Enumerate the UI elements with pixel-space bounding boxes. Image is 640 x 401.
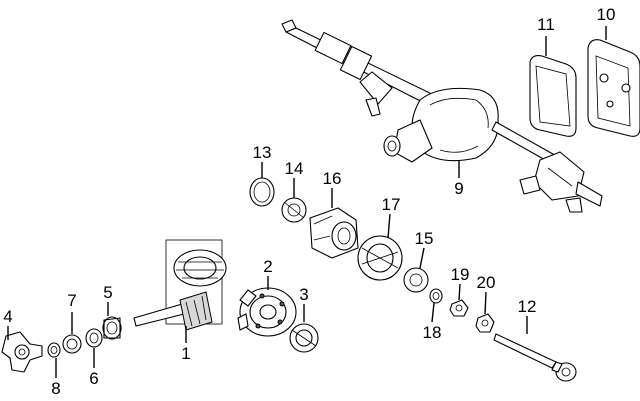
callout-3: 3 [299, 285, 308, 304]
callout-5: 5 [103, 283, 112, 302]
ring-and-pinion[interactable] [133, 239, 227, 331]
callout-17: 17 [382, 195, 401, 214]
pinion-bearing[interactable] [62, 334, 82, 354]
callout-numbers: 1 2 3 4 5 6 7 8 9 10 11 12 13 14 15 16 1… [3, 5, 615, 398]
callout-9: 9 [454, 179, 463, 198]
callout-6: 6 [89, 369, 98, 388]
callout-18: 18 [423, 323, 442, 342]
callout-13: 13 [253, 143, 272, 162]
callout-10: 10 [597, 5, 616, 24]
pinion-seal[interactable] [102, 316, 122, 340]
axle-housing[interactable] [281, 19, 603, 213]
differential-case[interactable] [237, 287, 297, 337]
cover-gasket[interactable] [529, 55, 577, 137]
lock-nut[interactable] [449, 299, 469, 317]
callout-7: 7 [67, 291, 76, 310]
callout-14: 14 [285, 159, 304, 178]
shim[interactable] [429, 288, 443, 304]
bearing-race[interactable] [249, 177, 275, 207]
callout-12: 12 [518, 297, 537, 316]
leader-lines [7, 26, 607, 378]
callout-15: 15 [415, 229, 434, 248]
axle-nut[interactable] [475, 313, 495, 333]
callout-8: 8 [51, 379, 60, 398]
callout-4: 4 [3, 307, 12, 326]
pinion-nut-washer[interactable] [47, 342, 61, 358]
carrier-bearing-right[interactable] [403, 267, 429, 293]
pinion-bearing-outer-race[interactable] [85, 328, 103, 348]
axle-shaft[interactable] [493, 333, 577, 382]
differential-cover[interactable] [587, 39, 640, 137]
carrier-bearing[interactable] [289, 323, 319, 353]
callout-16: 16 [323, 169, 342, 188]
carrier-bearing-left[interactable] [281, 197, 307, 223]
callout-19: 19 [451, 265, 470, 284]
callout-11: 11 [537, 15, 555, 34]
callout-1: 1 [181, 344, 190, 363]
companion-flange[interactable] [1, 331, 43, 373]
ring-gear[interactable] [357, 235, 403, 281]
callout-20: 20 [477, 273, 496, 292]
callout-2: 2 [263, 257, 272, 276]
locking-differential[interactable] [309, 207, 359, 259]
